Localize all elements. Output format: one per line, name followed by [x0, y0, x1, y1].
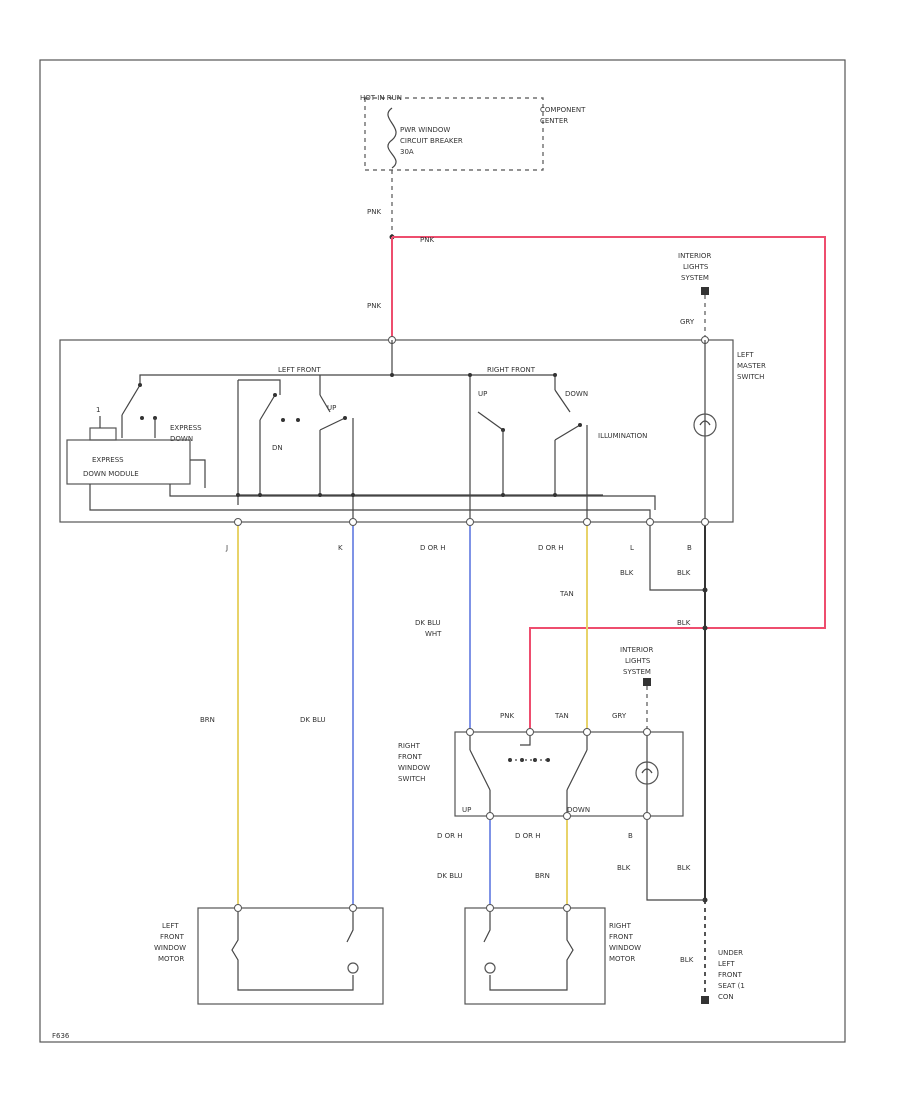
left-motor-label-1: LEFT	[162, 922, 179, 930]
right-front-window-switch: RIGHT FRONT WINDOW SWITCH PNK TAN UP DOW…	[398, 712, 684, 820]
ground-label-5: CON	[718, 993, 734, 1001]
breaker-label-2: CIRCUIT BREAKER	[400, 137, 463, 145]
splice-blk-2	[702, 625, 708, 631]
pin-label-j: J	[225, 544, 228, 552]
left-motor-label-2: FRONT	[160, 933, 185, 941]
right-switch-label-4: SWITCH	[398, 775, 425, 783]
figure-id: F636	[52, 1032, 70, 1040]
component-center-label-1: COMPONENT	[540, 106, 586, 114]
left-master-switch-label-2: MASTER	[737, 362, 766, 370]
ground-location-label: UNDER LEFT FRONT SEAT (1 CON	[718, 949, 745, 1001]
pin-label-d-or-h-1: D OR H	[420, 544, 445, 552]
illumination-lamp-icon	[693, 413, 717, 437]
right-up-label: UP	[478, 390, 487, 398]
diagram-frame	[39, 59, 846, 1043]
right-motor-label-2: FRONT	[609, 933, 634, 941]
express-down-label-1: EXPRESS	[170, 424, 202, 432]
wire-label-blk-5: BLK	[617, 864, 631, 872]
ground-point-icon	[701, 996, 709, 1004]
express-module-label-1: EXPRESS	[92, 456, 124, 464]
pin-label-l: L	[630, 544, 634, 552]
pnk-wire-to-right-switch	[392, 236, 826, 730]
ground-label-1: UNDER	[718, 949, 743, 957]
right-switch-label-3: WINDOW	[398, 764, 430, 772]
interior-lights-r-label-2: LIGHTS	[625, 657, 651, 665]
wire-label-pnk-3: PNK	[420, 236, 434, 244]
blk-wire-pin-l	[649, 526, 705, 591]
left-master-switch: LEFT MASTER SWITCH LEFT FRONT RIGHT FRON…	[59, 336, 766, 526]
wire-label-blk-3: BLK	[677, 619, 691, 627]
wire-label-dk-blu-1: DK BLU	[300, 716, 326, 724]
left-motor-label-3: WINDOW	[154, 944, 186, 952]
wire-label-dk-blu-wht-2: WHT	[425, 630, 442, 638]
right-down-label: DOWN	[565, 390, 588, 398]
left-up-label: UP	[327, 404, 336, 412]
interior-lights-system-right: INTERIOR LIGHTS SYSTEM GRY	[612, 646, 653, 730]
wire-label-pnk-2: PNK	[367, 302, 381, 310]
circuit-breaker-symbol	[387, 107, 397, 169]
left-front-label: LEFT FRONT	[278, 366, 321, 374]
wire-label-dk-blu-wht-1: DK BLU	[415, 619, 441, 627]
left-master-switch-label-3: SWITCH	[737, 373, 764, 381]
component-center-label-2: CENTER	[540, 117, 568, 125]
wire-label-brn-1: BRN	[200, 716, 215, 724]
pin-label-b: B	[687, 544, 692, 552]
interior-lights-label-1: INTERIOR	[678, 252, 711, 260]
wire-label-brn-2: BRN	[535, 872, 550, 880]
ground-label-4: SEAT (1	[718, 982, 745, 990]
wire-label-tan-2: TAN	[554, 712, 569, 720]
wire-label-tan-1: TAN	[559, 590, 574, 598]
breaker-label-3: 30A	[400, 148, 414, 156]
interior-lights-system-top: INTERIOR LIGHTS SYSTEM GRY	[678, 252, 711, 338]
right-switch-down-label: DOWN	[567, 806, 590, 814]
wire-label-pnk-4: PNK	[500, 712, 514, 720]
left-front-window-motor: LEFT FRONT WINDOW MOTOR	[154, 904, 384, 1005]
pin-label-k: K	[338, 544, 343, 552]
wire-label-blk-2: BLK	[677, 569, 691, 577]
component-center: HOT IN RUN COMPONENT CENTER PWR WINDOW C…	[360, 94, 586, 171]
express-module-label-2: DOWN MODULE	[83, 470, 139, 478]
splice-blk-1	[702, 587, 708, 593]
wire-label-pnk-1: PNK	[367, 208, 381, 216]
interior-lights-r-label-1: INTERIOR	[620, 646, 653, 654]
left-master-switch-label-1: LEFT	[737, 351, 754, 359]
pin-label-d-or-h-3: D OR H	[437, 832, 462, 840]
right-front-window-motor: RIGHT FRONT WINDOW MOTOR	[464, 904, 641, 1005]
wire-label-dk-blu-2: DK BLU	[437, 872, 463, 880]
right-switch-up-label: UP	[462, 806, 471, 814]
left-dn-label: DN	[272, 444, 283, 452]
wire-label-gry-1: GRY	[680, 318, 695, 326]
interior-lights-r-label-3: SYSTEM	[623, 668, 651, 676]
right-motor-label-4: MOTOR	[609, 955, 635, 963]
right-motor-label-1: RIGHT	[609, 922, 632, 930]
hot-in-run-label: HOT IN RUN	[360, 94, 402, 102]
pin-label-b-2: B	[628, 832, 633, 840]
pin-label-d-or-h-2: D OR H	[538, 544, 563, 552]
express-down-label-2: DOWN	[170, 435, 193, 443]
right-switch-label-1: RIGHT	[398, 742, 421, 750]
right-switch-lamp-icon	[635, 761, 659, 785]
wire-label-gry-2: GRY	[612, 712, 627, 720]
right-front-label: RIGHT FRONT	[487, 366, 536, 374]
ground-label-3: FRONT	[718, 971, 743, 979]
wire-label-blk-4: BLK	[680, 956, 694, 964]
blk-wire-right-switch	[646, 820, 705, 901]
interior-lights-label-2: LIGHTS	[683, 263, 709, 271]
right-switch-label-2: FRONT	[398, 753, 423, 761]
pin-label-d-or-h-4: D OR H	[515, 832, 540, 840]
wire-label-blk-6: BLK	[677, 864, 691, 872]
illumination-label: ILLUMINATION	[598, 432, 647, 440]
left-motor-label-4: MOTOR	[158, 955, 184, 963]
ground-label-2: LEFT	[718, 960, 735, 968]
right-motor-label-3: WINDOW	[609, 944, 641, 952]
breaker-label-1: PWR WINDOW	[400, 126, 450, 134]
wire-label-blk-1: BLK	[620, 569, 634, 577]
interior-lights-label-3: SYSTEM	[681, 274, 709, 282]
express-relay-marker: 1	[96, 406, 100, 414]
